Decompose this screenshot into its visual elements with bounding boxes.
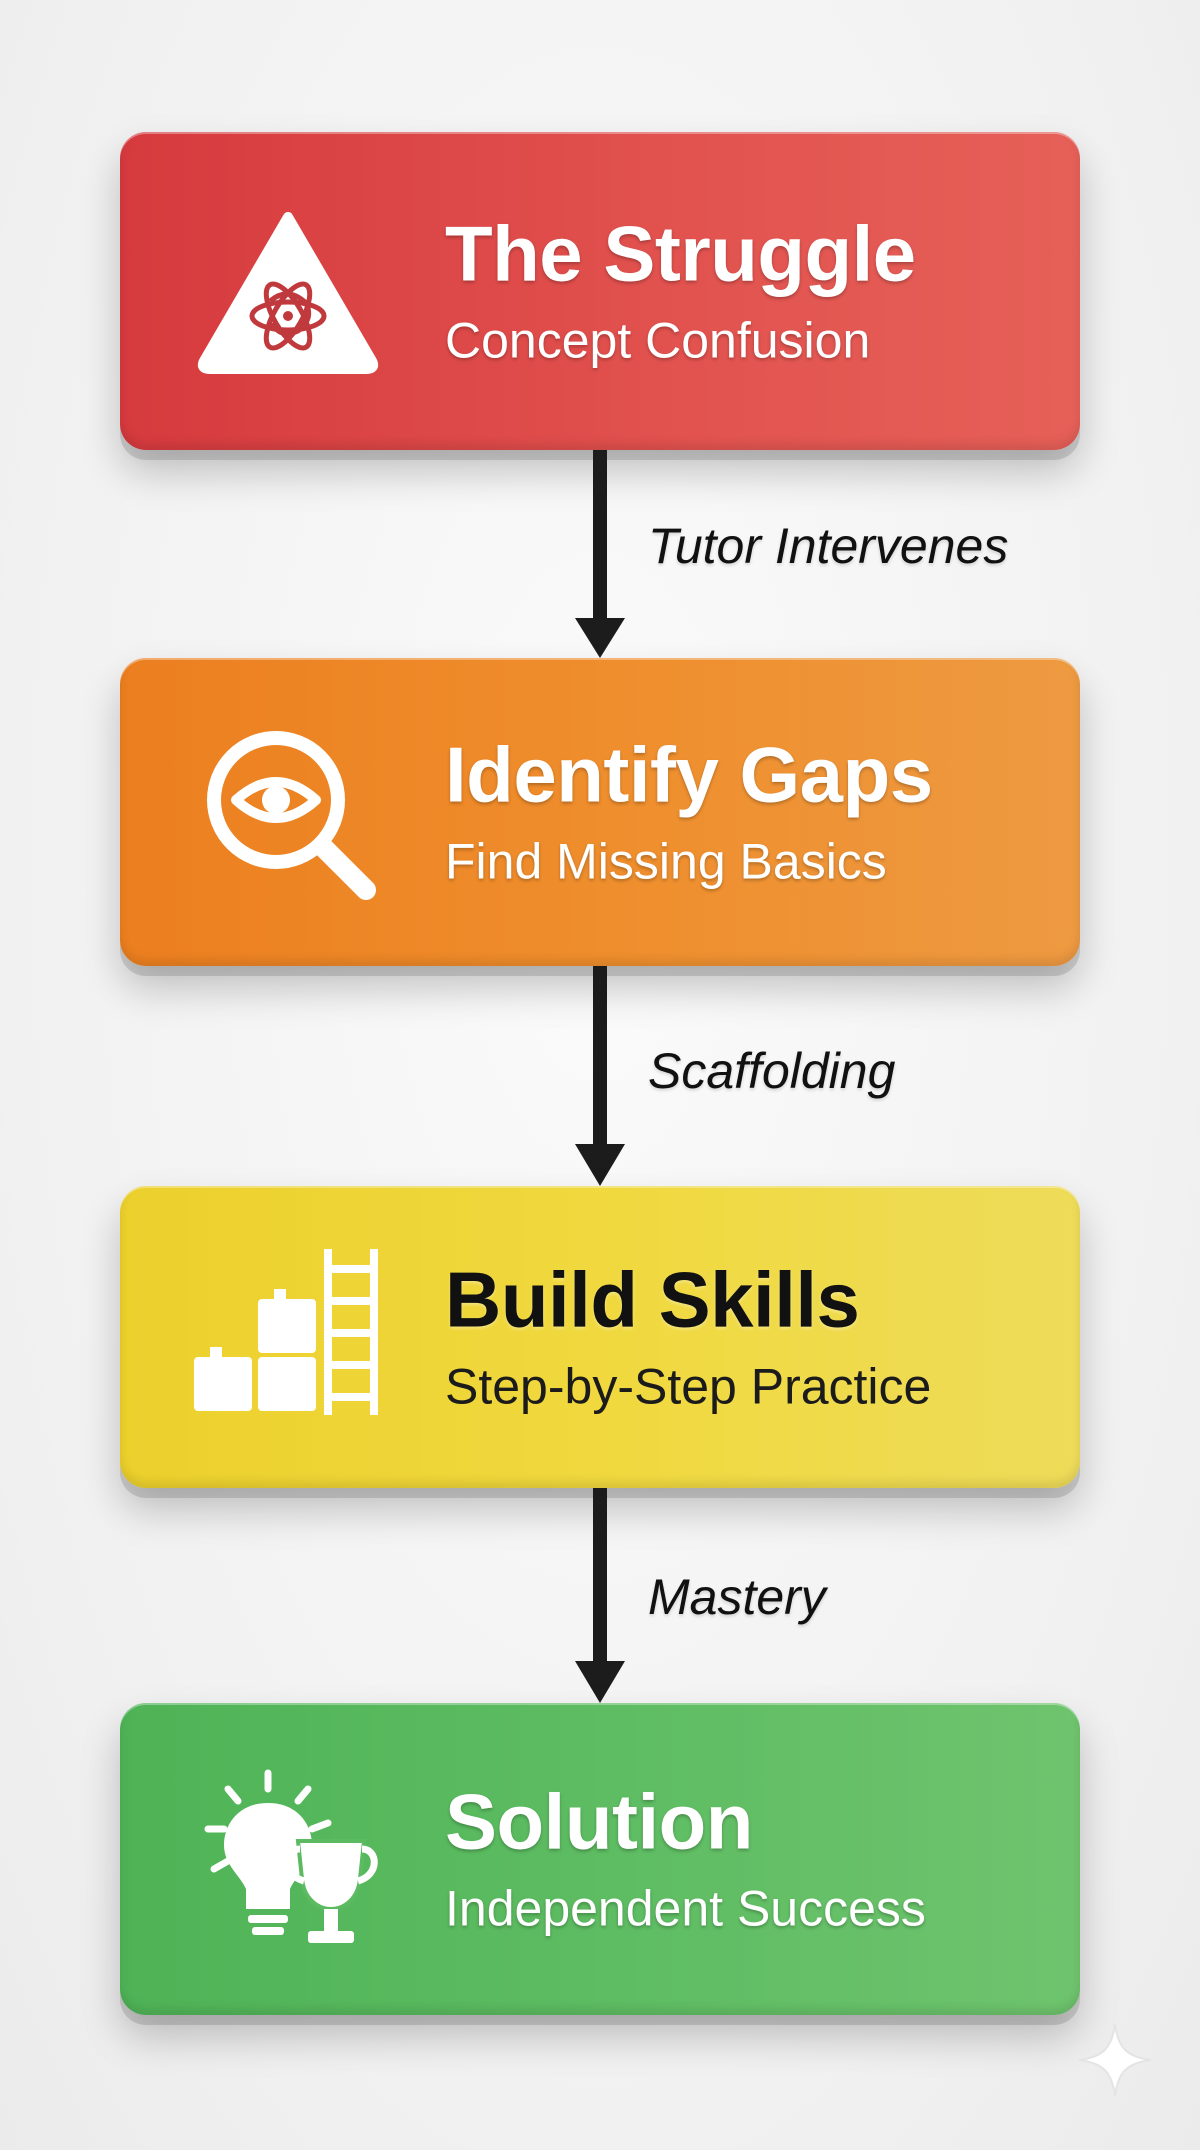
magnifier-eye-icon <box>188 712 388 912</box>
connector-label: Scaffolding <box>648 1043 896 1099</box>
connector-label: Tutor Intervenes <box>648 518 1009 574</box>
connector-label: Mastery <box>648 1569 826 1625</box>
step-title: Identify Gaps <box>445 730 933 819</box>
step-subtitle: Find Missing Basics <box>445 833 887 890</box>
step-subtitle: Independent Success <box>445 1880 926 1937</box>
step-card-struggle: The Struggle Concept Confusion <box>120 132 1080 450</box>
warning-triangle-atom-icon <box>188 191 388 391</box>
step-subtitle: Step-by-Step Practice <box>445 1358 932 1415</box>
step-card-identify-gaps: Identify Gaps Find Missing Basics <box>120 658 1080 966</box>
blocks-ladder-icon <box>188 1237 388 1437</box>
step-title: The Struggle <box>445 209 916 298</box>
connector-arrow <box>575 1488 625 1703</box>
lightbulb-trophy-icon <box>188 1759 388 1959</box>
connector-arrow <box>575 966 625 1186</box>
step-card-solution: Solution Independent Success <box>120 1703 1080 2015</box>
sparkle-icon <box>1075 2020 1155 2100</box>
step-text: Build Skills Step-by-Step Practice <box>445 1255 1050 1415</box>
step-text: Identify Gaps Find Missing Basics <box>445 730 1050 890</box>
step-title: Solution <box>445 1777 753 1866</box>
step-card-build-skills: Build Skills Step-by-Step Practice <box>120 1186 1080 1488</box>
step-text: The Struggle Concept Confusion <box>445 209 1050 369</box>
step-title: Build Skills <box>445 1255 860 1344</box>
step-subtitle: Concept Confusion <box>445 312 871 369</box>
step-text: Solution Independent Success <box>445 1777 1050 1937</box>
connector-arrow <box>575 450 625 658</box>
